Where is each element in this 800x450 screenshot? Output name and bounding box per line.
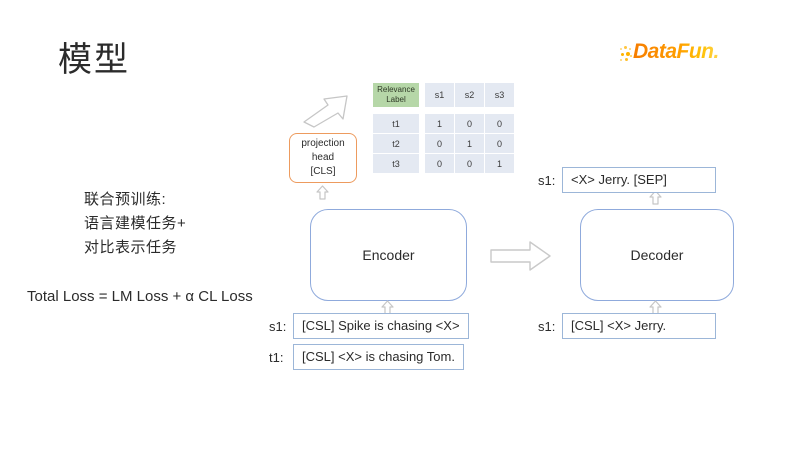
logo-text: DataFun. [633,40,719,63]
encoder-label: Encoder [362,247,415,263]
matrix-gap [420,83,424,107]
matrix-header-row: Relevance Label s1 s2 s3 [373,83,514,107]
sentence-tag: s1: [269,318,287,334]
matrix-cell: 0 [425,154,454,173]
sentence-tag: t1: [269,349,284,365]
matrix-cell: 1 [425,114,454,133]
matrix-col-header: s1 [425,83,454,107]
pretraining-line-2: 语言建模任务+ [84,215,187,232]
projection-head-line-2: head [311,152,335,163]
encoder-box: Encoder [310,209,467,301]
matrix-col-header: s2 [455,83,484,107]
matrix-cell: 1 [485,154,514,173]
decoder-input-row-s1: s1: [CSL] <X> Jerry. [538,313,716,339]
up-arrow-icon [649,190,662,205]
sentence-tag: s1: [538,172,556,188]
matrix-corner-label: Relevance Label [373,83,419,107]
pretraining-description: 联合预训练: 语言建模任务+ 对比表示任务 [84,188,186,260]
projection-head-line-3: [CLS] [310,166,336,177]
matrix-row-label: t2 [373,134,419,153]
matrix-cell: 0 [425,134,454,153]
matrix-gap [420,134,424,153]
encoder-input-row-s1: s1: [CSL] Spike is chasing <X> [269,313,469,339]
relevance-matrix-table: Relevance Label s1 s2 s3 t1 1 0 0 t2 [372,82,515,174]
relevance-label-matrix: Relevance Label s1 s2 s3 t1 1 0 0 t2 [372,82,515,174]
encoder-input-row-t1: t1: [CSL] <X> is chasing Tom. [269,344,464,370]
decoder-label: Decoder [630,247,684,263]
projection-head-box: projection head [CLS] [289,133,357,183]
logo-dots-icon [620,46,636,64]
decoder-box: Decoder [580,209,734,301]
matrix-cell: 0 [455,154,484,173]
matrix-row: t2 0 1 0 [373,134,514,153]
page-title: 模型 [58,41,130,79]
diagonal-arrow-icon [302,92,354,128]
datafun-logo: DataFun. [620,40,724,68]
total-loss-formula: Total Loss = LM Loss + α CL Loss [27,288,253,305]
up-arrow-icon [316,185,329,200]
matrix-gap [420,154,424,173]
projection-head-line-1: projection [301,138,345,149]
matrix-gap [420,114,424,133]
matrix-spacer-row [373,108,514,113]
decoder-output-row-s1: s1: <X> Jerry. [SEP] [538,167,716,193]
corner-label-line-1: Relevance [377,85,415,94]
matrix-col-header: s3 [485,83,514,107]
matrix-cell: 0 [485,114,514,133]
pretraining-line-1: 联合预训练: [84,191,167,208]
corner-label-line-2: Label [386,95,406,104]
matrix-row: t3 0 0 1 [373,154,514,173]
pretraining-line-3: 对比表示任务 [84,239,178,256]
matrix-row: t1 1 0 0 [373,114,514,133]
encoder-to-decoder-arrow-icon [490,240,552,272]
matrix-cell: 1 [455,134,484,153]
encoder-input-s1-text[interactable]: [CSL] Spike is chasing <X> [293,313,469,339]
matrix-row-label: t3 [373,154,419,173]
decoder-output-s1-text[interactable]: <X> Jerry. [SEP] [562,167,716,193]
matrix-cell: 0 [485,134,514,153]
decoder-input-s1-text[interactable]: [CSL] <X> Jerry. [562,313,716,339]
matrix-row-label: t1 [373,114,419,133]
sentence-tag: s1: [538,318,556,334]
matrix-cell: 0 [455,114,484,133]
encoder-input-t1-text[interactable]: [CSL] <X> is chasing Tom. [293,344,464,370]
